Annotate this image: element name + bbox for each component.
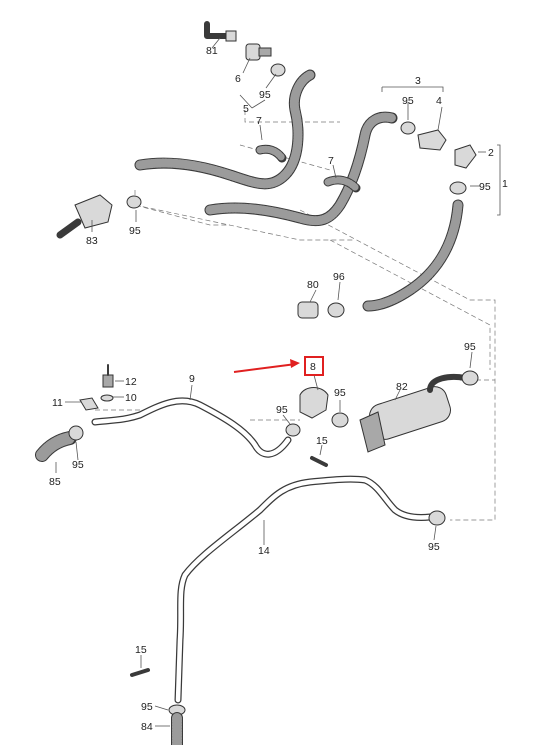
label-95[interactable]: 95: [72, 459, 84, 471]
fitting-81: [204, 21, 237, 42]
label-9[interactable]: 9: [189, 373, 195, 385]
fitting-4: [400, 121, 447, 151]
label-14[interactable]: 14: [258, 545, 270, 557]
label-95[interactable]: 95: [334, 387, 346, 399]
highlight-arrow: [233, 356, 324, 376]
label-95[interactable]: 95: [129, 225, 141, 237]
label-3[interactable]: 3: [415, 75, 421, 87]
label-6[interactable]: 6: [235, 73, 241, 85]
thermostat-83: [56, 194, 142, 239]
label-8[interactable]: 8: [310, 361, 316, 373]
clamp-95-top: [270, 63, 286, 77]
label-95[interactable]: 95: [402, 95, 414, 107]
label-95[interactable]: 95: [276, 404, 288, 416]
leader-lines: [55, 37, 501, 727]
label-12[interactable]: 12: [125, 376, 137, 388]
label-4[interactable]: 4: [436, 95, 442, 107]
label-96[interactable]: 96: [333, 271, 345, 283]
pipe-9: [91, 397, 292, 458]
label-7[interactable]: 7: [256, 115, 262, 127]
label-95[interactable]: 95: [259, 89, 271, 101]
hose-84: [168, 704, 186, 745]
label-82[interactable]: 82: [396, 381, 408, 393]
label-95[interactable]: 95: [428, 541, 440, 553]
reference-lines: [95, 110, 496, 521]
label-80[interactable]: 80: [307, 279, 319, 291]
label-83[interactable]: 83: [86, 235, 98, 247]
label-85[interactable]: 85: [49, 476, 61, 488]
label-95[interactable]: 95: [141, 701, 153, 713]
fitting-2: [449, 144, 477, 195]
egr-cooler-82: [359, 370, 479, 453]
label-11[interactable]: 11: [52, 397, 63, 409]
label-95[interactable]: 95: [479, 181, 491, 193]
part-8-highlight-box: [304, 356, 324, 376]
label-15[interactable]: 15: [316, 435, 328, 447]
connector-80: [297, 301, 345, 319]
label-7[interactable]: 7: [328, 155, 334, 167]
label-84[interactable]: 84: [141, 721, 153, 733]
part-labels: 81 6 95 5 3 95 4 7 7 2 95 1 83 95 80 96 …: [49, 45, 508, 733]
label-81[interactable]: 81: [206, 45, 218, 57]
part-8-housing: [285, 387, 349, 437]
label-1[interactable]: 1: [502, 178, 508, 190]
pipe-14: [174, 475, 446, 704]
fitting-6: [245, 43, 272, 61]
bolts-15: [130, 456, 328, 677]
label-5[interactable]: 5: [243, 103, 249, 115]
label-95[interactable]: 95: [464, 341, 476, 353]
hose-85: [35, 425, 84, 462]
label-10[interactable]: 10: [125, 392, 137, 404]
upper-hose-assembly: [134, 69, 464, 312]
label-15[interactable]: 15: [135, 644, 147, 656]
label-2[interactable]: 2: [488, 147, 494, 159]
sensor-12: [79, 364, 114, 411]
